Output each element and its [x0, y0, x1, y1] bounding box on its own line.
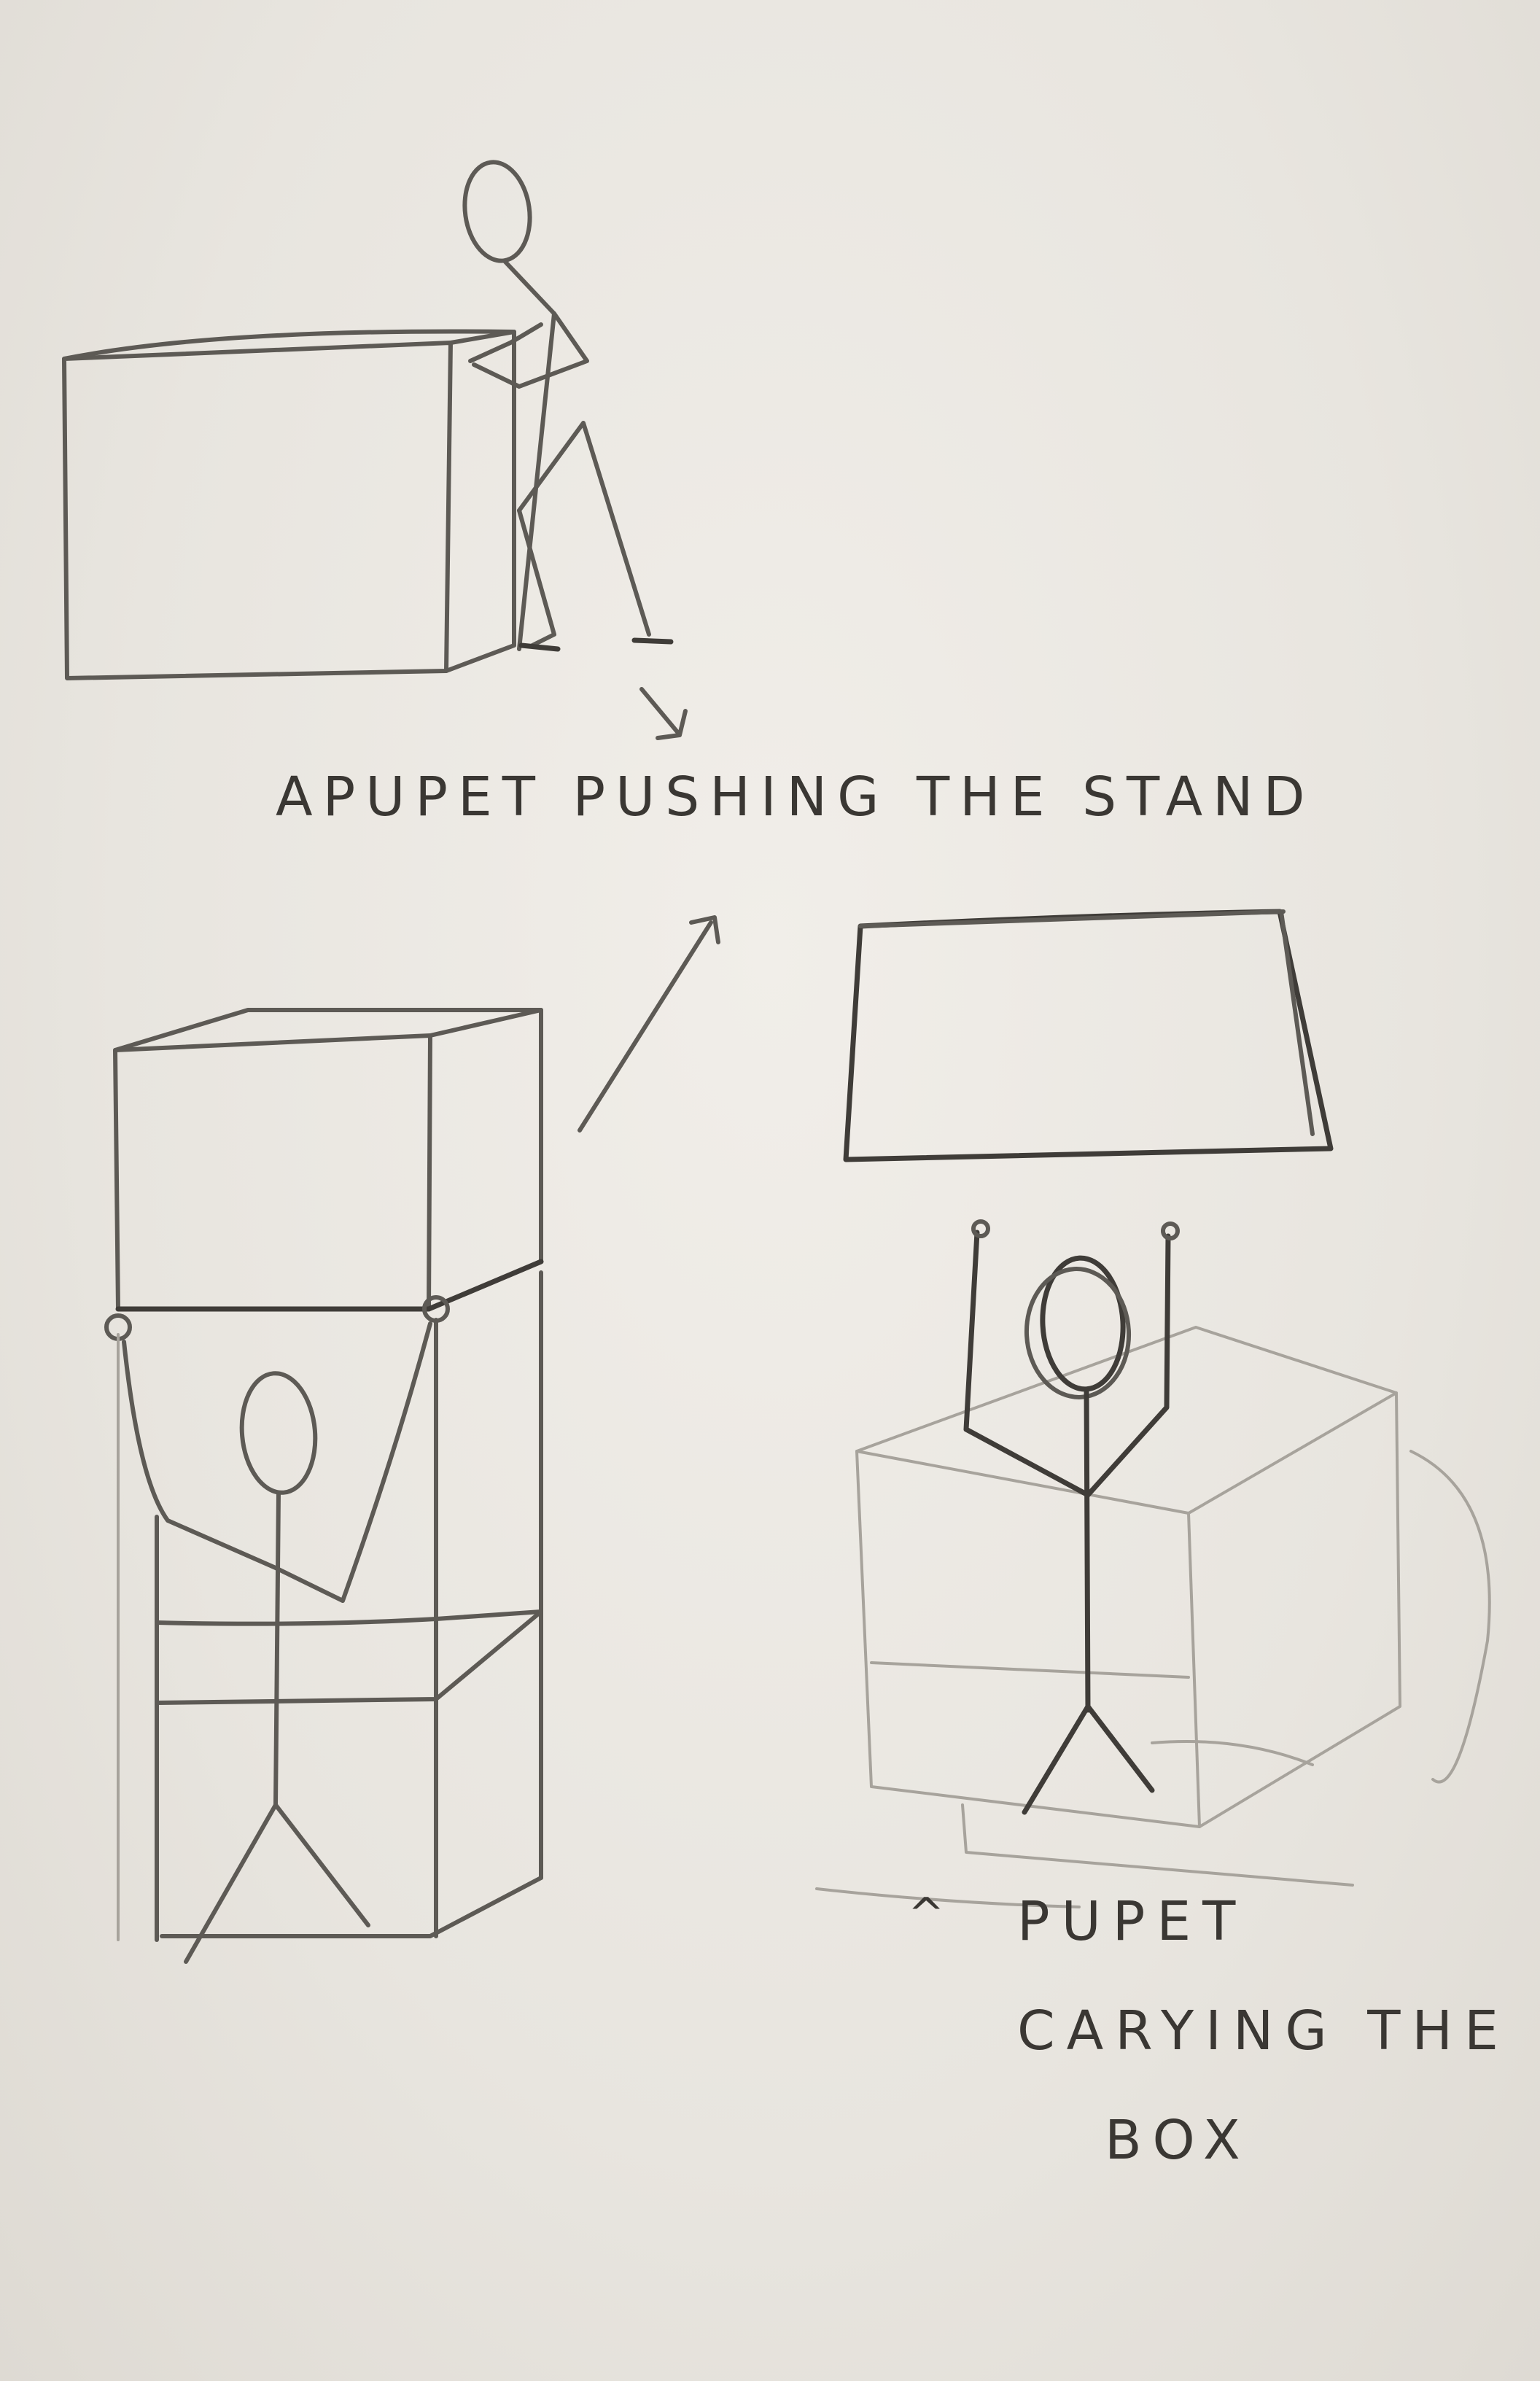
lower-stand — [118, 1273, 541, 1940]
arrow-down-right — [642, 689, 685, 738]
carrying-puppet-right — [966, 1221, 1178, 1812]
caption-carrying-line-3: BOX — [1017, 2086, 1510, 2195]
faint-stand-behind — [817, 1327, 1490, 1907]
caption-pushing-stand: APUPET PUSHING THE STAND — [276, 766, 1315, 828]
sketch-tall-stand — [106, 917, 718, 1962]
caption-carrying-line-2: CARYING THE — [1017, 1976, 1510, 2086]
pushing-puppet — [459, 158, 671, 649]
top-box — [106, 1010, 541, 1339]
carrying-puppet — [124, 1324, 430, 1962]
sketch-carrying-box — [817, 912, 1490, 1907]
sketch-pushing-stand — [64, 158, 685, 738]
arrow-up-right — [580, 917, 718, 1130]
caption-carrying-box: PUPET CARYING THE BOX — [1017, 1867, 1510, 2195]
caret-mark: ^ — [908, 1889, 944, 1940]
caption-carrying-line-1: PUPET — [1017, 1867, 1510, 1976]
stand-box — [64, 331, 514, 678]
carried-box — [846, 912, 1331, 1160]
